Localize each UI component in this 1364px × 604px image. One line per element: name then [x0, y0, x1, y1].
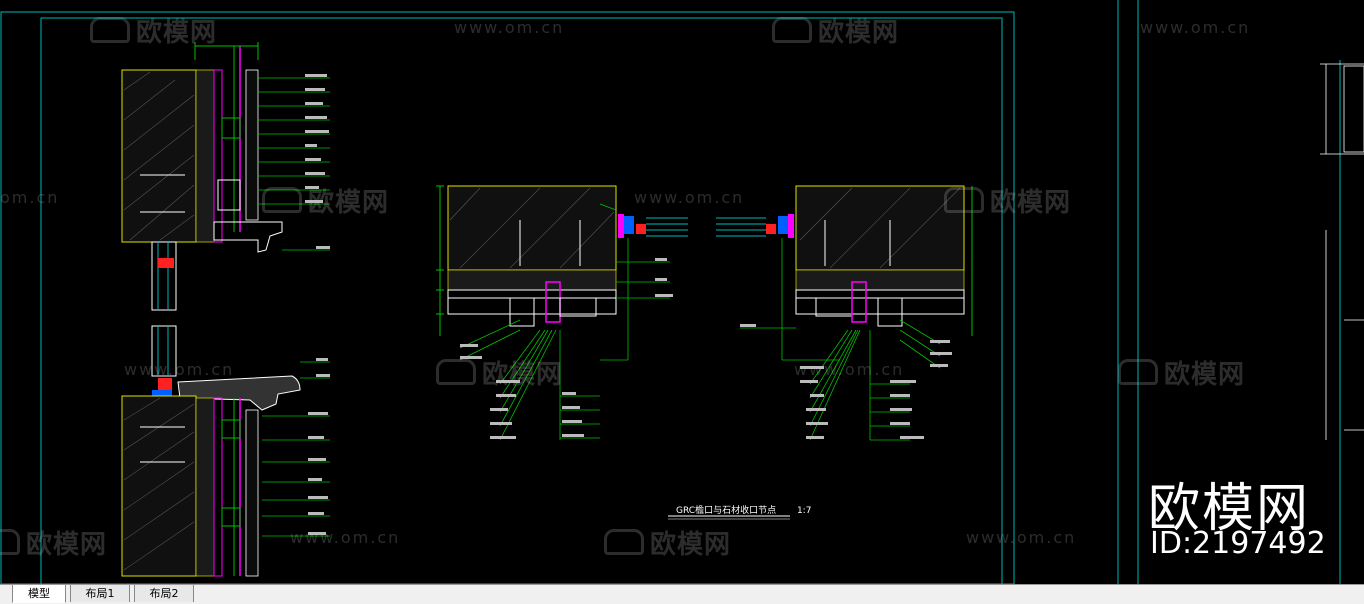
model-id-label: ID:2197492 [1150, 526, 1326, 561]
tab-layout-2[interactable]: 布局2 [134, 585, 194, 602]
detail-scale: 1:7 [796, 506, 812, 516]
horizontal-section-detail-a [436, 185, 688, 441]
sheet-border-inner [40, 17, 1003, 584]
detail-title: GRC檐口与石材收口节点 1:7 [676, 503, 811, 516]
layout-tab-bar: 模型 布局1 布局2 [0, 584, 1364, 604]
brand-overlay: 欧模网 [1148, 479, 1311, 539]
tab-model[interactable]: 模型 [12, 585, 66, 603]
sheet-border-outer [0, 11, 1015, 584]
tab-layout-1[interactable]: 布局1 [70, 585, 130, 602]
adjacent-sheet-fragment [1320, 63, 1364, 440]
cad-drawing [0, 0, 1364, 584]
detail-title-text: GRC檐口与石材收口节点 [676, 506, 777, 516]
horizontal-section-detail-b [716, 185, 973, 441]
cad-model-space[interactable]: GRC檐口与石材收口节点 1:7 欧模网 www.om.cn 欧模网 www.o… [0, 0, 1364, 584]
vertical-section-detail [121, 42, 330, 577]
